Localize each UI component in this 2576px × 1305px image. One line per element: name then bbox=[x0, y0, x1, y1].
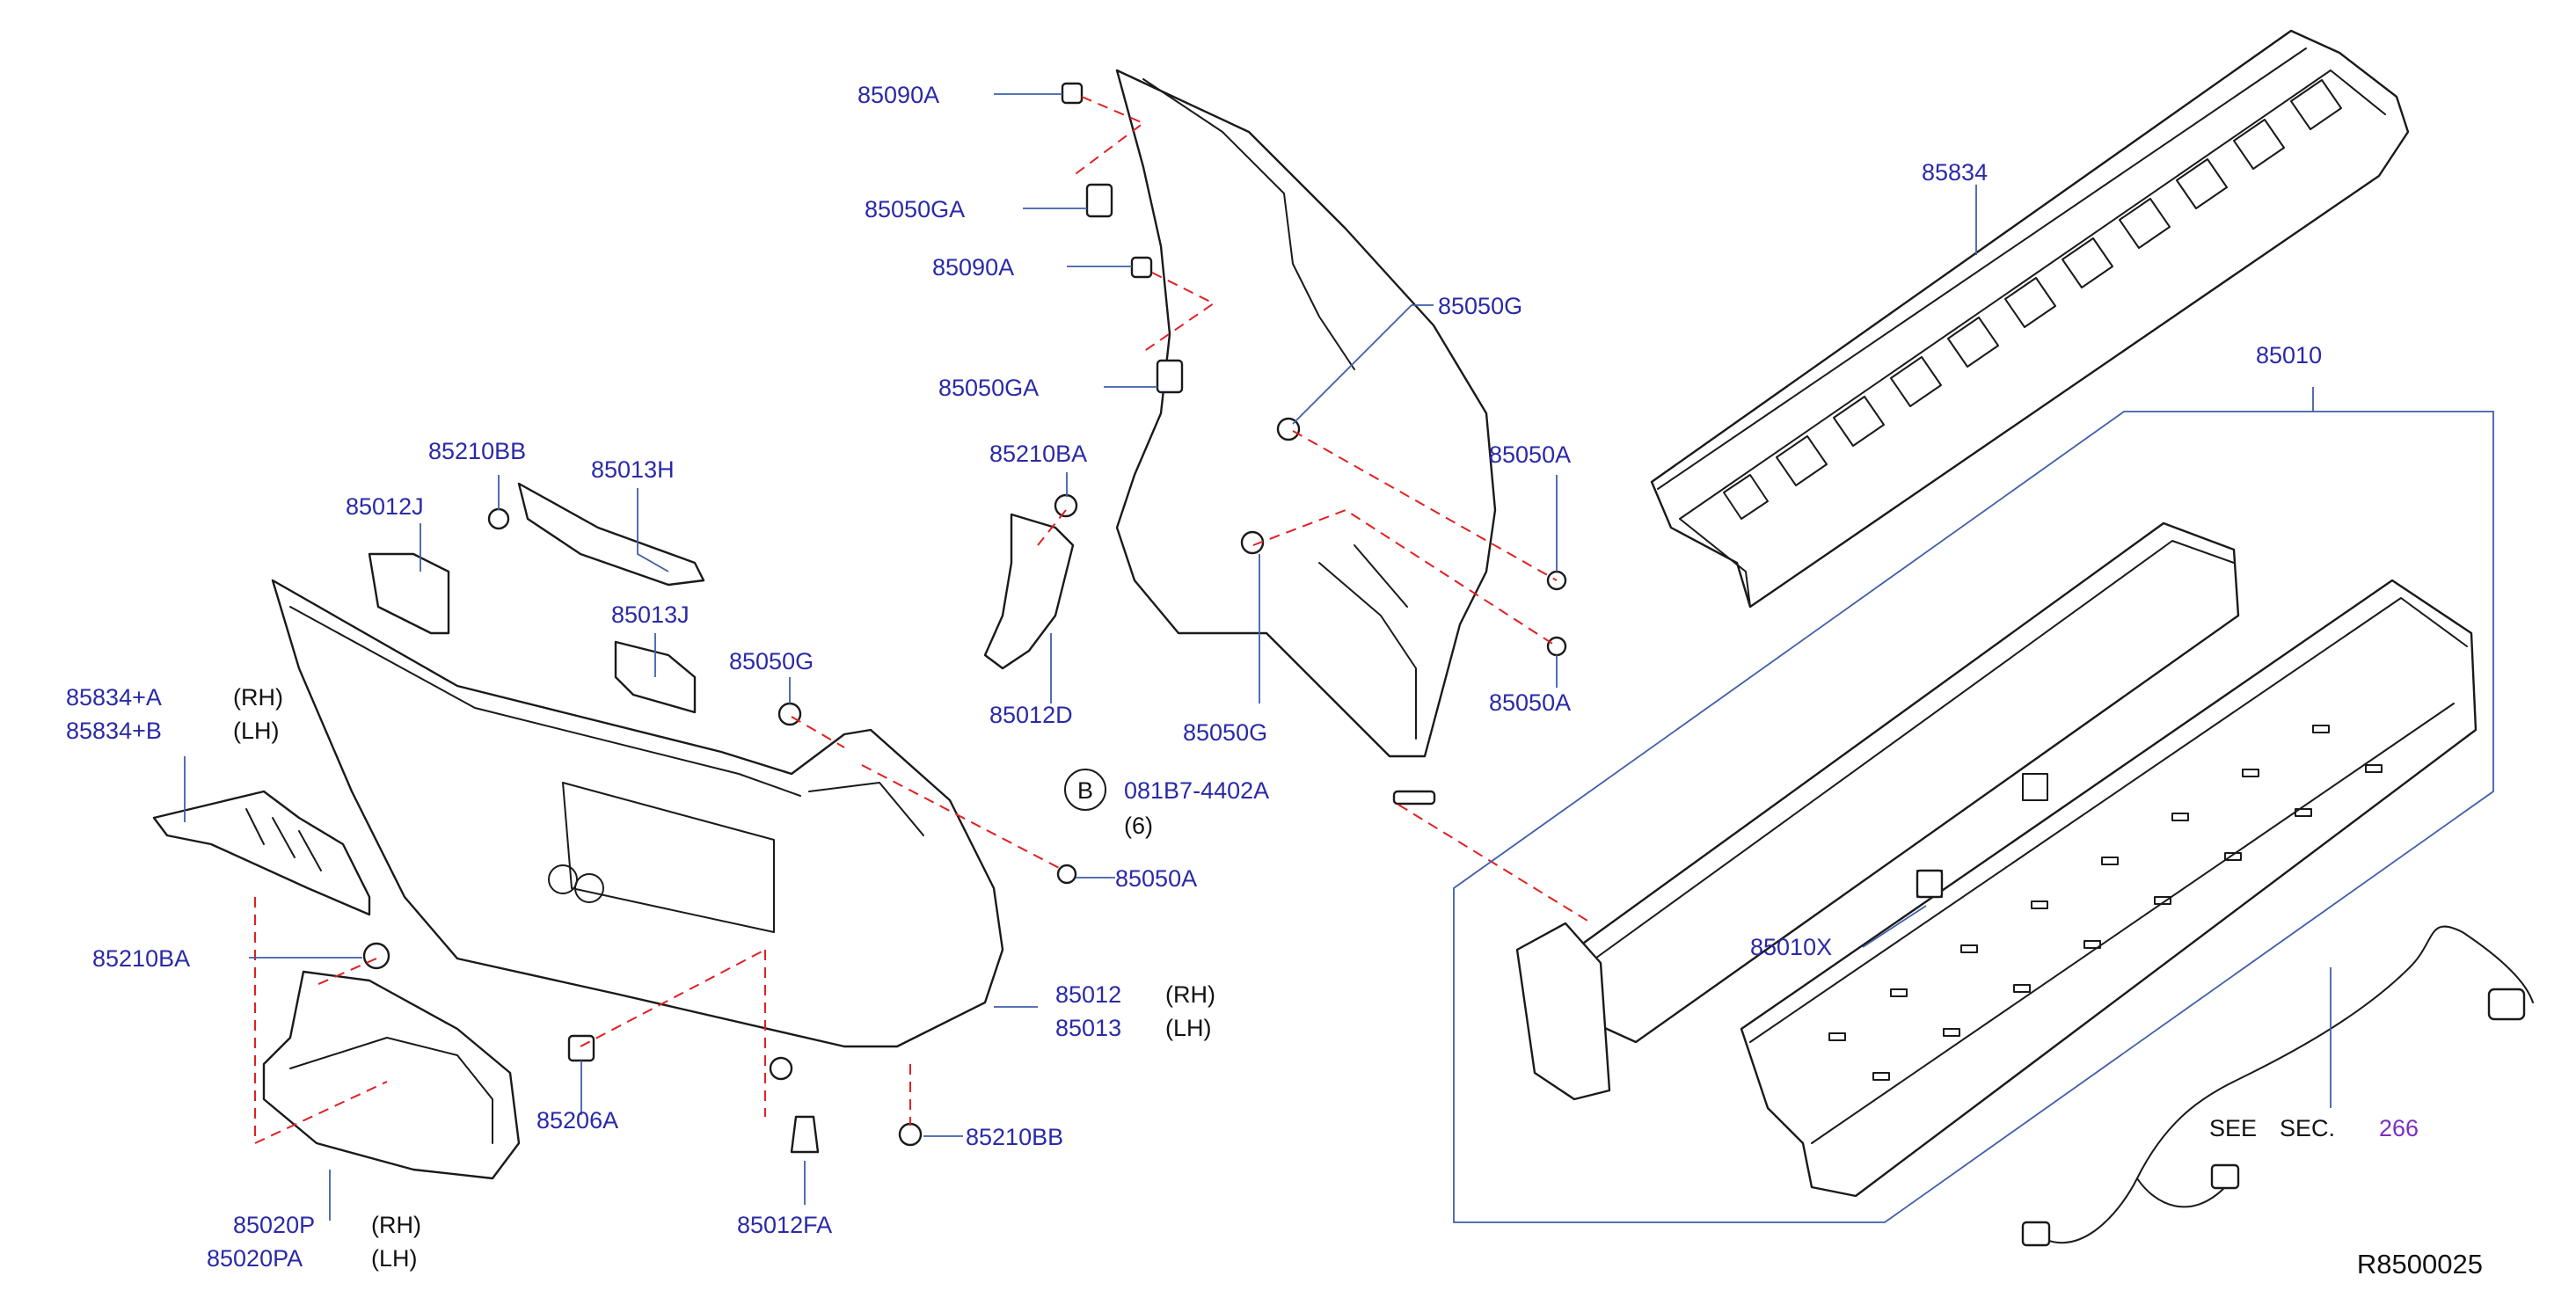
callout-85050GA-top: 85050GA bbox=[865, 196, 965, 222]
step-pad-85834A bbox=[152, 790, 371, 916]
fastener-85210BA-left bbox=[362, 942, 390, 970]
fastener-85050A-right-bottom bbox=[1546, 636, 1567, 657]
assembly-lines bbox=[254, 96, 1593, 1145]
leader-lines bbox=[184, 93, 2494, 1223]
fastener-85010X bbox=[1916, 869, 1944, 899]
callout-85834B: 85834+B bbox=[66, 718, 162, 744]
label-lh-85013: (LH) bbox=[1165, 1015, 1212, 1041]
callout-85012: 85012 bbox=[1055, 981, 1121, 1008]
callout-85050A-center: 85050A bbox=[1115, 865, 1197, 892]
stay-85012D bbox=[983, 513, 1075, 670]
fastener-85050G-center bbox=[777, 702, 802, 726]
bumper-fascia-85012 bbox=[271, 579, 1004, 1048]
fastener-85050A-center bbox=[1056, 864, 1077, 885]
wire-harness bbox=[2031, 925, 2534, 1244]
see-label: SEE bbox=[2209, 1115, 2257, 1141]
callout-85210BB-top: 85210BB bbox=[428, 438, 526, 464]
callout-85013H: 85013H bbox=[591, 456, 675, 483]
fastener-85090A-mid bbox=[1130, 256, 1153, 279]
callout-85013J: 85013J bbox=[611, 601, 690, 628]
label-lh-85020PA: (LH) bbox=[371, 1245, 418, 1272]
callout-bolt-081B7: 081B7-4402A bbox=[1124, 777, 1269, 804]
bracket-85013H bbox=[517, 482, 705, 587]
step-pad-85834 bbox=[1650, 29, 2410, 609]
fastener-85210BB-top bbox=[487, 507, 510, 530]
callout-85090A-mid: 85090A bbox=[932, 254, 1014, 281]
bolt-081B7 bbox=[1392, 790, 1436, 806]
callout-85050A-right-bottom: 85050A bbox=[1489, 689, 1571, 716]
callout-85012D: 85012D bbox=[989, 702, 1073, 728]
label-lh-85834B: (LH) bbox=[233, 718, 280, 744]
callout-85210BA-left: 85210BA bbox=[92, 945, 190, 972]
callout-85050G-center: 85050G bbox=[729, 648, 814, 674]
callout-85020P: 85020P bbox=[233, 1212, 315, 1238]
fastener-85012FA bbox=[790, 1115, 820, 1154]
callout-85012J: 85012J bbox=[346, 493, 424, 520]
fastener-85050GA-top bbox=[1085, 183, 1113, 218]
callout-85010: 85010 bbox=[2256, 342, 2322, 368]
callout-85050G-upper: 85050G bbox=[1438, 293, 1522, 319]
section-ref-266[interactable]: 266 bbox=[2379, 1115, 2419, 1141]
bolt-quantity: (6) bbox=[1124, 813, 1153, 839]
bracket-85012J bbox=[368, 552, 450, 635]
callout-85210BA-upper: 85210BA bbox=[989, 441, 1087, 467]
callout-85834A: 85834+A bbox=[66, 684, 162, 711]
bolt-badge-letter: B bbox=[1077, 777, 1093, 804]
callout-85206A: 85206A bbox=[536, 1107, 618, 1134]
fastener-85206A bbox=[567, 1034, 595, 1062]
drawing-id: R8500025 bbox=[2357, 1249, 2483, 1279]
callout-85012FA: 85012FA bbox=[737, 1212, 832, 1238]
step-cover-85020P bbox=[262, 970, 521, 1180]
mud-guard-upper bbox=[1115, 69, 1497, 758]
label-rh-85834A: (RH) bbox=[233, 684, 283, 711]
callout-85210BB-bottom: 85210BB bbox=[966, 1124, 1063, 1150]
fastener-85090A-top bbox=[1061, 82, 1084, 105]
sec-label: SEC. bbox=[2280, 1115, 2335, 1141]
callout-85050GA-mid: 85050GA bbox=[938, 375, 1039, 401]
callout-85020PA: 85020PA bbox=[207, 1245, 303, 1272]
callout-85013: 85013 bbox=[1055, 1015, 1121, 1041]
bumper-reinforcement-85010 bbox=[1515, 521, 2477, 1198]
callout-85010X: 85010X bbox=[1750, 934, 1832, 960]
bolt-badge-circle bbox=[1064, 769, 1106, 811]
fastener-85050G-lower bbox=[1240, 530, 1265, 555]
callout-85090A-top: 85090A bbox=[857, 82, 939, 108]
label-rh-85012: (RH) bbox=[1165, 981, 1215, 1008]
callout-85050A-right-top: 85050A bbox=[1489, 441, 1571, 468]
fastener-85210BA-upper bbox=[1054, 493, 1078, 518]
callout-85834: 85834 bbox=[1922, 159, 1988, 186]
label-rh-85020P: (RH) bbox=[371, 1212, 421, 1238]
callout-85050G-lower: 85050G bbox=[1183, 719, 1267, 746]
fastener-85050GA-mid bbox=[1156, 359, 1184, 394]
fastener-85210BB-bottom bbox=[898, 1122, 923, 1147]
fastener-lower-nut bbox=[769, 1056, 793, 1081]
